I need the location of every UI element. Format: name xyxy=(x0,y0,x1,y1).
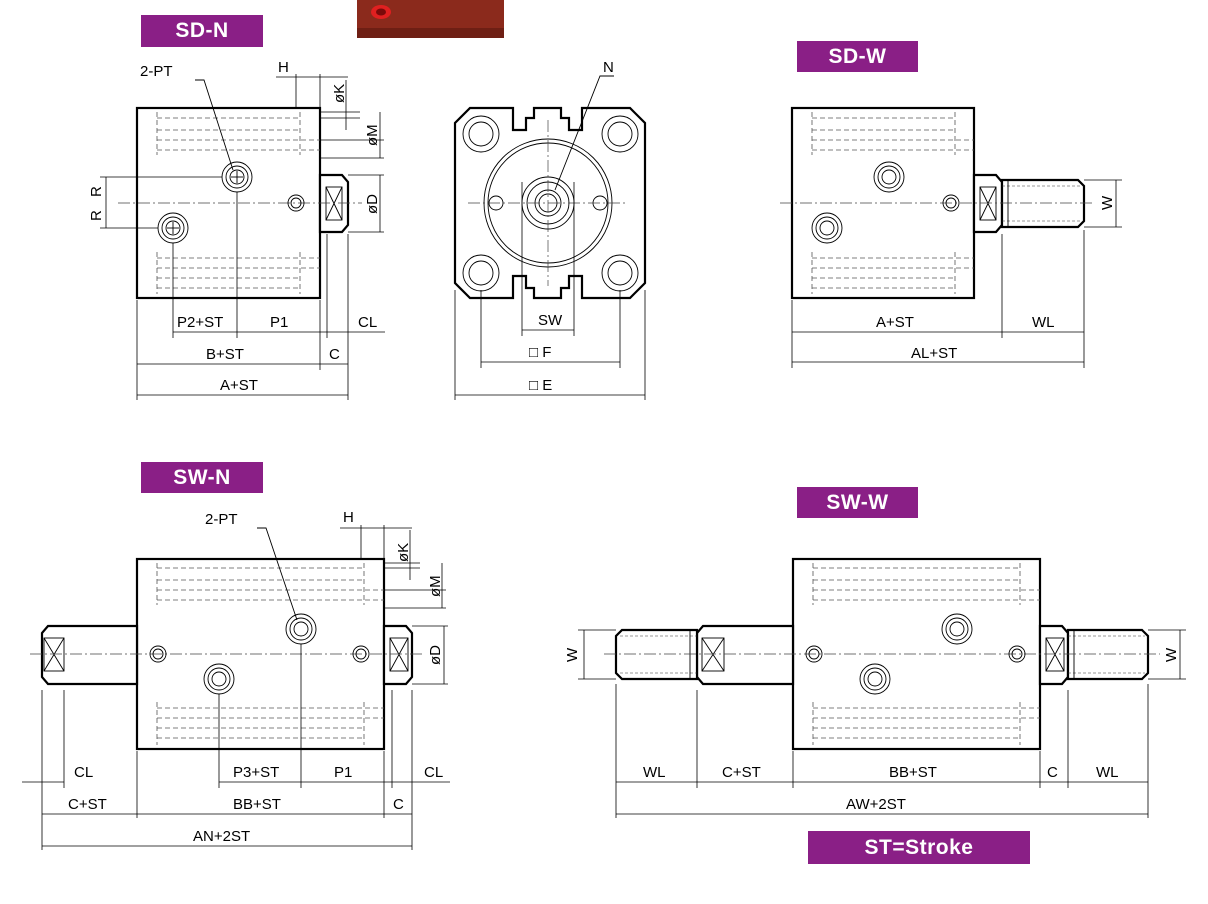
label-a-st-sdw: A+ST xyxy=(876,314,914,331)
sw-n-view xyxy=(22,525,450,850)
sd-w-view xyxy=(780,106,1122,368)
label-wl-sdw: WL xyxy=(1032,314,1055,331)
label-cl-swn-right: CL xyxy=(424,764,443,781)
label-c-st-sww: C+ST xyxy=(722,764,761,781)
label-bb-st-sww: BB+ST xyxy=(889,764,937,781)
label-w-sdw: W xyxy=(1099,195,1116,210)
sw-w-view xyxy=(578,557,1186,818)
label-r-1: R xyxy=(88,186,105,197)
label-ok: øK xyxy=(331,84,348,103)
label-p2-st: P2+ST xyxy=(177,314,223,331)
label-wl-sww-left: WL xyxy=(643,764,666,781)
label-om: øM xyxy=(364,124,381,146)
label-p1: P1 xyxy=(270,314,288,331)
label-od-swn: øD xyxy=(427,645,444,665)
label-bb-st-swn: BB+ST xyxy=(233,796,281,813)
label-w-sww-right: W xyxy=(1163,647,1180,662)
label-h-swn: H xyxy=(343,509,354,526)
label-a-st: A+ST xyxy=(220,377,258,394)
sd-n-view xyxy=(100,74,385,400)
label-aw-2st: AW+2ST xyxy=(846,796,906,813)
badge-stroke-note: ST=Stroke xyxy=(808,831,1030,864)
label-c-sww: C xyxy=(1047,764,1058,781)
label-r-2: R xyxy=(88,210,105,221)
label-h: H xyxy=(278,59,289,76)
label-w-sww-left: W xyxy=(564,647,581,662)
label-sw: SW xyxy=(538,312,563,329)
label-p3-st: P3+ST xyxy=(233,764,279,781)
label-an-2st: AN+2ST xyxy=(193,828,250,845)
label-ok-swn: øK xyxy=(395,543,412,562)
label-2pt: 2-PT xyxy=(140,63,173,80)
product-photo xyxy=(357,0,504,38)
label-e: □ E xyxy=(529,377,552,394)
label-cl: CL xyxy=(358,314,377,331)
label-2pt-swn: 2-PT xyxy=(205,511,238,528)
label-f: □ F xyxy=(529,344,551,361)
label-c: C xyxy=(329,346,340,363)
badge-sw-n: SW-N xyxy=(141,462,263,493)
label-c-st-swn: C+ST xyxy=(68,796,107,813)
badge-sw-w: SW-W xyxy=(797,487,918,518)
label-od: øD xyxy=(364,194,381,214)
end-view xyxy=(453,75,647,400)
label-p1-swn: P1 xyxy=(334,764,352,781)
label-c-swn: C xyxy=(393,796,404,813)
label-n: N xyxy=(603,59,614,76)
label-al-st: AL+ST xyxy=(911,345,957,362)
label-wl-sww-right: WL xyxy=(1096,764,1119,781)
label-om-swn: øM xyxy=(427,575,444,597)
badge-sd-w: SD-W xyxy=(797,41,918,72)
label-cl-swn-left: CL xyxy=(74,764,93,781)
label-b-st: B+ST xyxy=(206,346,244,363)
dimension-labels: 2-PT H øK øM øD R R P2+ST P1 CL B+ST C A… xyxy=(68,59,1180,845)
badge-sd-n: SD-N xyxy=(141,15,263,47)
